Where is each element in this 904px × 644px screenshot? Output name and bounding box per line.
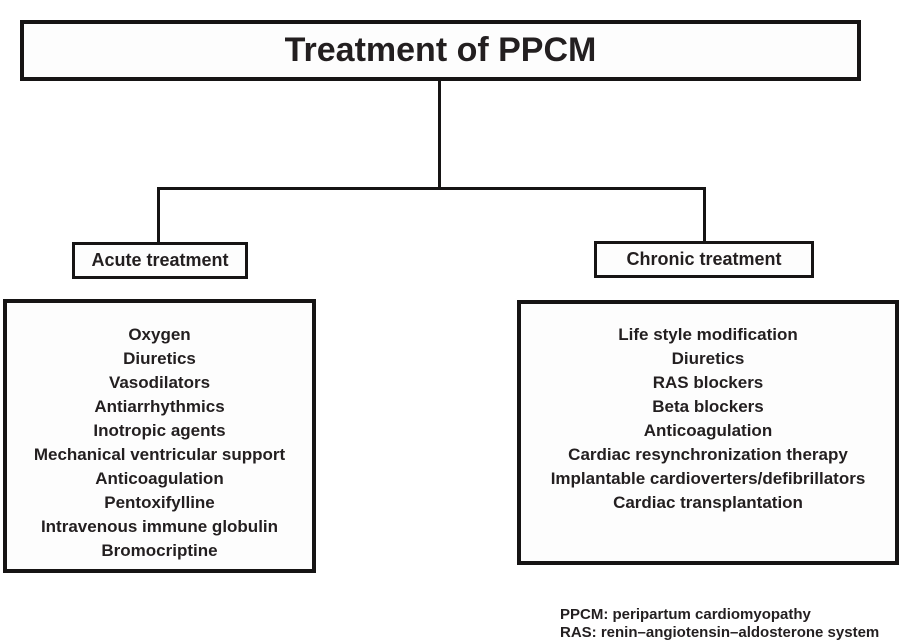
treatment-item: Anticoagulation [95, 469, 224, 488]
connector-trunk-line [438, 81, 441, 189]
treatment-item: Anticoagulation [643, 421, 773, 440]
branch-header-chronic-label: Chronic treatment [626, 249, 782, 269]
treatment-item: Mechanical ventricular support [33, 445, 286, 464]
connector-horizontal-line [157, 187, 706, 190]
treatment-item: Implantable cardioverters/defibrillators [550, 469, 866, 488]
treatment-item: RAS blockers [652, 373, 764, 392]
footnote-ppcm: PPCM: peripartum cardiomyopathy [560, 606, 811, 623]
page-title: Treatment of PPCM [284, 31, 597, 69]
footnote-ras: RAS: renin–angiotensin–aldosterone syste… [560, 624, 880, 641]
treatment-item: Oxygen [128, 325, 191, 344]
treatment-item: Intravenous immune globulin [40, 517, 279, 536]
treatment-item: Life style modification [618, 325, 798, 344]
connector-right-drop-line [703, 187, 706, 243]
treatment-item: Antiarrhythmics [94, 397, 225, 416]
treatment-item: Cardiac resynchronization therapy [568, 445, 848, 464]
connector-left-drop-line [157, 187, 160, 244]
treatment-item: Cardiac transplantation [613, 493, 803, 512]
treatment-item: Bromocriptine [101, 541, 218, 560]
treatment-item: Vasodilators [108, 373, 211, 392]
treatment-item: Pentoxifylline [104, 493, 215, 512]
treatment-item: Inotropic agents [93, 421, 226, 440]
treatment-item: Diuretics [671, 349, 745, 368]
treatment-item: Beta blockers [652, 397, 764, 416]
branch-header-acute: Acute treatment [72, 242, 248, 279]
title-box: Treatment of PPCM [20, 20, 861, 81]
branch-header-acute-label: Acute treatment [91, 250, 229, 270]
branch-header-chronic: Chronic treatment [594, 241, 814, 278]
footnote: PPCM: peripartum cardiomyopathy RAS: ren… [560, 606, 879, 642]
treatment-item: Diuretics [123, 349, 196, 368]
